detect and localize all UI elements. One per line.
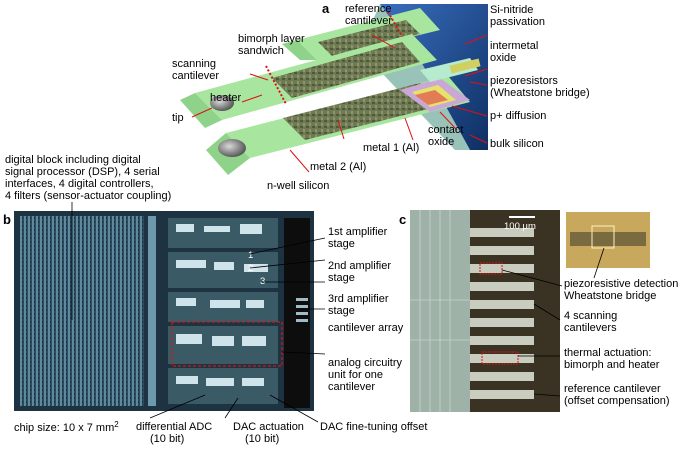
digital-block-label: digital block including digital signal p…	[5, 154, 171, 202]
scale-bar-label: 100 µm	[504, 221, 536, 232]
analog-blocks	[168, 218, 278, 404]
stage2-mark: 2	[248, 263, 253, 274]
p-diffusion-label: p+ diffusion	[490, 110, 546, 122]
bus-area	[148, 216, 156, 406]
scanning-cantilever-label: scanning cantilever	[172, 58, 219, 82]
thermal-highlight	[481, 351, 519, 365]
piezoresistors-label: piezoresistors (Wheatstone bridge)	[490, 75, 590, 99]
inset-bridge	[591, 225, 615, 249]
panel-b: digital block including digital signal p…	[3, 154, 427, 445]
bulk-silicon-label: bulk silicon	[490, 138, 544, 150]
dac-actuation-label: DAC actuation (10 bit)	[233, 421, 307, 445]
nwell-label: n-well silicon	[267, 180, 329, 192]
scanning-cantilevers-label: 4 scanning cantilevers	[564, 310, 620, 334]
heater-label: heater	[210, 92, 242, 104]
cantilever-array-tips	[296, 298, 308, 322]
panel-c-letter: c	[399, 212, 406, 227]
stage3-mark: 3	[260, 276, 265, 287]
stage2-label: 2nd amplifier stage	[328, 260, 394, 284]
panel-a: a	[172, 1, 590, 192]
cantilever-array-label: cantilever array	[328, 322, 404, 334]
stage3-label: 3rd amplifier stage	[328, 293, 392, 317]
panel-c: c 100 µm	[399, 210, 680, 412]
stage1-mark: 1	[248, 250, 253, 261]
analog-unit-label: analog circuitry unit for one cantilever	[328, 357, 405, 393]
analog-unit-highlight	[171, 321, 283, 367]
circuit-lines	[410, 210, 470, 412]
bimorph-label: bimorph layer sandwich	[238, 33, 308, 57]
panel-c-pointers	[501, 247, 605, 397]
thermal-actuation-label: thermal actuation: bimorph and heater	[564, 347, 660, 371]
metal2-label: metal 2 (Al)	[310, 161, 366, 173]
piezo-detection-label: piezoresistive detection Wheatstone brid…	[564, 278, 680, 302]
detection-highlight	[479, 262, 503, 275]
contact-oxide-label: contact oxide	[428, 124, 467, 148]
reference-cantilever-drawing	[282, 8, 440, 60]
scanning-cantilever-drawing	[180, 34, 437, 128]
panel-b-letter: b	[3, 212, 11, 227]
digital-block-area	[20, 216, 144, 406]
differential-adc-label: differential ADC (10 bit)	[136, 421, 215, 445]
inset-beam	[570, 232, 646, 246]
tip-label: tip	[172, 112, 184, 124]
reference-cantilever-label: reference cantilever	[345, 3, 395, 27]
panel-b-pointers	[71, 202, 326, 423]
panel-a-letter: a	[322, 1, 330, 16]
metal1-label: metal 1 (Al)	[363, 142, 419, 154]
intermetal-label: intermetal oxide	[490, 40, 541, 64]
chip-size-label: chip size: 10 x 7 mm2	[14, 420, 119, 434]
dac-fine-tuning-label: DAC fine-tuning offset	[320, 421, 427, 433]
stage1-label: 1st amplifier stage	[328, 226, 390, 250]
panel-a-pointers	[191, 34, 488, 173]
si-nitride-label: Si-nitride passivation	[490, 4, 545, 28]
scale-bar	[509, 216, 535, 218]
layer-stack-drawing	[400, 58, 481, 112]
reference-cantilever-c-label: reference cantilever (offset compensatio…	[564, 383, 670, 407]
